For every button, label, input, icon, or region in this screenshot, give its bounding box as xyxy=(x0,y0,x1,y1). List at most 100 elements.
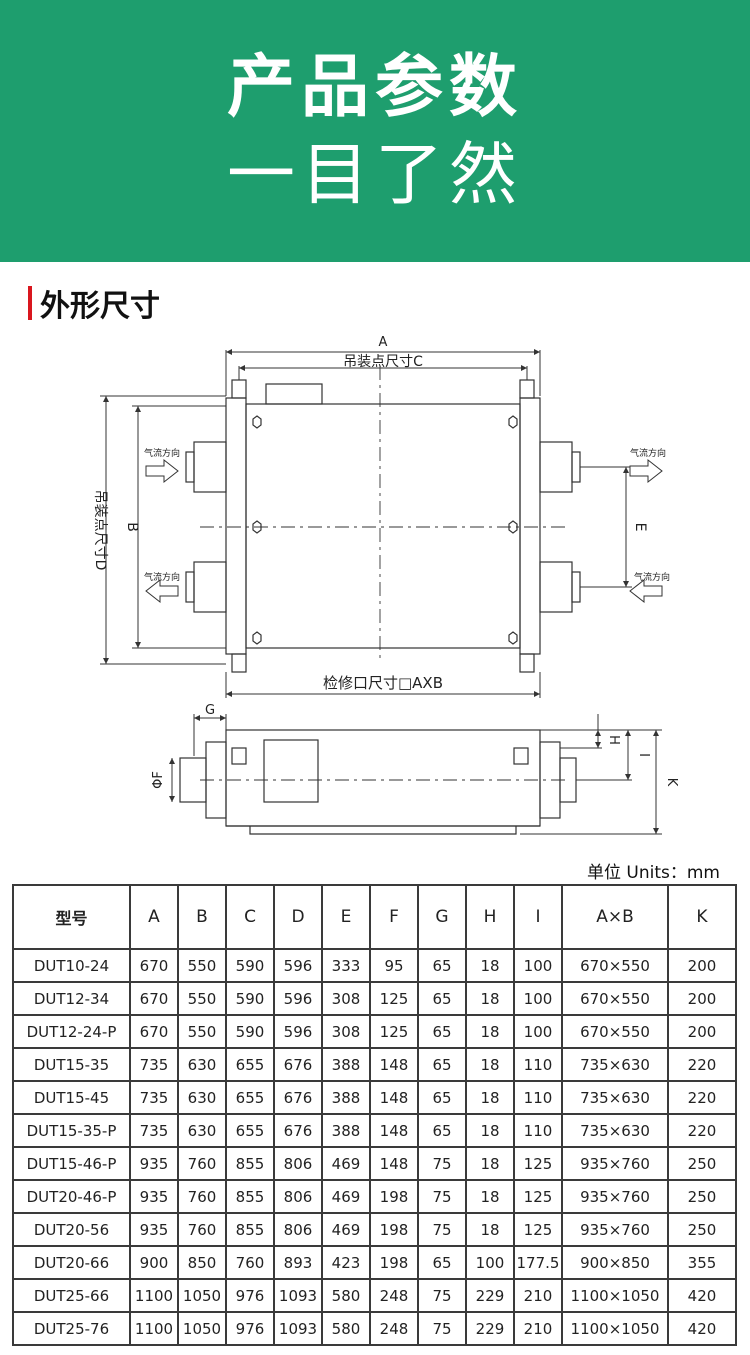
cell-value: 177.5 xyxy=(513,1245,563,1280)
cell-model: DUT12-34 xyxy=(12,981,131,1016)
cell-value: 976 xyxy=(225,1311,275,1346)
top-view xyxy=(185,366,581,673)
label-H: H xyxy=(606,735,621,745)
cell-value: 423 xyxy=(321,1245,371,1280)
section-heading: 外形尺寸 xyxy=(28,283,160,324)
header-banner: 产品参数 一目了然 xyxy=(0,0,750,262)
cell-value: 735 xyxy=(129,1047,179,1082)
cell-value: 125 xyxy=(513,1179,563,1214)
cell-value: 220 xyxy=(667,1047,737,1082)
cell-value: 148 xyxy=(369,1146,419,1181)
banner-title-line1: 产品参数 xyxy=(226,48,523,127)
cell-value: 100 xyxy=(465,1245,515,1280)
cell-model: DUT15-35-P xyxy=(12,1113,131,1148)
cell-value: 580 xyxy=(321,1311,371,1346)
header-col-5: E xyxy=(321,884,371,950)
cell-value: 1100×1050 xyxy=(561,1278,669,1313)
cell-model: DUT25-66 xyxy=(12,1278,131,1313)
header-col-8: H xyxy=(465,884,515,950)
airflow-arrow-in-top xyxy=(145,458,179,484)
header-col-10: A×B xyxy=(561,884,669,950)
label-E: E xyxy=(632,523,648,532)
cell-value: 388 xyxy=(321,1113,371,1148)
cell-value: 18 xyxy=(465,1014,515,1049)
cell-value: 935 xyxy=(129,1179,179,1214)
cell-value: 596 xyxy=(273,1014,323,1049)
header-col-2: B xyxy=(177,884,227,950)
cell-value: 630 xyxy=(177,1113,227,1148)
cell-value: 420 xyxy=(667,1311,737,1346)
cell-value: 735×630 xyxy=(561,1113,669,1148)
cell-value: 65 xyxy=(417,1245,467,1280)
cell-value: 220 xyxy=(667,1113,737,1148)
cell-value: 18 xyxy=(465,1047,515,1082)
cell-value: 18 xyxy=(465,981,515,1016)
cell-value: 250 xyxy=(667,1146,737,1181)
label-I: I xyxy=(636,753,651,757)
header-col-7: G xyxy=(417,884,467,950)
header-col-4: D xyxy=(273,884,323,950)
cell-value: 670 xyxy=(129,1014,179,1049)
cell-value: 250 xyxy=(667,1179,737,1214)
cell-value: 580 xyxy=(321,1278,371,1313)
cell-value: 630 xyxy=(177,1047,227,1082)
cell-value: 229 xyxy=(465,1278,515,1313)
cell-value: 200 xyxy=(667,1014,737,1049)
cell-value: 125 xyxy=(369,1014,419,1049)
cell-value: 630 xyxy=(177,1080,227,1115)
cell-value: 590 xyxy=(225,948,275,983)
label-F: ΦF xyxy=(151,771,166,789)
cell-value: 806 xyxy=(273,1146,323,1181)
cell-value: 935×760 xyxy=(561,1179,669,1214)
cell-value: 248 xyxy=(369,1278,419,1313)
cell-value: 900 xyxy=(129,1245,179,1280)
cell-value: 735×630 xyxy=(561,1047,669,1082)
cell-value: 220 xyxy=(667,1080,737,1115)
cell-value: 550 xyxy=(177,1014,227,1049)
cell-value: 676 xyxy=(273,1047,323,1082)
cell-value: 308 xyxy=(321,981,371,1016)
cell-value: 65 xyxy=(417,1014,467,1049)
cell-value: 760 xyxy=(177,1212,227,1247)
hanger-bl xyxy=(231,653,247,673)
airflow-label-3: 气流方向 xyxy=(630,447,666,459)
cell-value: 198 xyxy=(369,1212,419,1247)
hanger-tr xyxy=(519,379,535,399)
header-model: 型号 xyxy=(12,884,131,950)
cell-value: 355 xyxy=(667,1245,737,1280)
cell-value: 855 xyxy=(225,1179,275,1214)
cell-value: 735 xyxy=(129,1080,179,1115)
label-K: K xyxy=(664,778,679,787)
header-col-1: A xyxy=(129,884,179,950)
duct-right-bottom xyxy=(539,561,573,613)
header-col-11: K xyxy=(667,884,737,950)
duct-left-bottom xyxy=(193,561,227,613)
cell-value: 550 xyxy=(177,981,227,1016)
cell-model: DUT25-76 xyxy=(12,1311,131,1346)
left-flange xyxy=(225,397,247,655)
airflow-arrows xyxy=(145,458,663,604)
cell-value: 65 xyxy=(417,981,467,1016)
cell-value: 1100 xyxy=(129,1278,179,1313)
cell-value: 125 xyxy=(513,1146,563,1181)
cell-model: DUT15-35 xyxy=(12,1047,131,1082)
airflow-label-4: 气流方向 xyxy=(634,571,670,583)
cell-value: 670 xyxy=(129,981,179,1016)
cell-value: 110 xyxy=(513,1113,563,1148)
cell-value: 95 xyxy=(369,948,419,983)
hanger-tl xyxy=(231,379,247,399)
cell-value: 18 xyxy=(465,1146,515,1181)
cell-value: 670×550 xyxy=(561,1014,669,1049)
cell-value: 75 xyxy=(417,1311,467,1346)
cell-value: 670×550 xyxy=(561,948,669,983)
duct-right-top xyxy=(539,441,573,493)
cell-value: 333 xyxy=(321,948,371,983)
cell-model: DUT12-24-P xyxy=(12,1014,131,1049)
cell-value: 110 xyxy=(513,1047,563,1082)
